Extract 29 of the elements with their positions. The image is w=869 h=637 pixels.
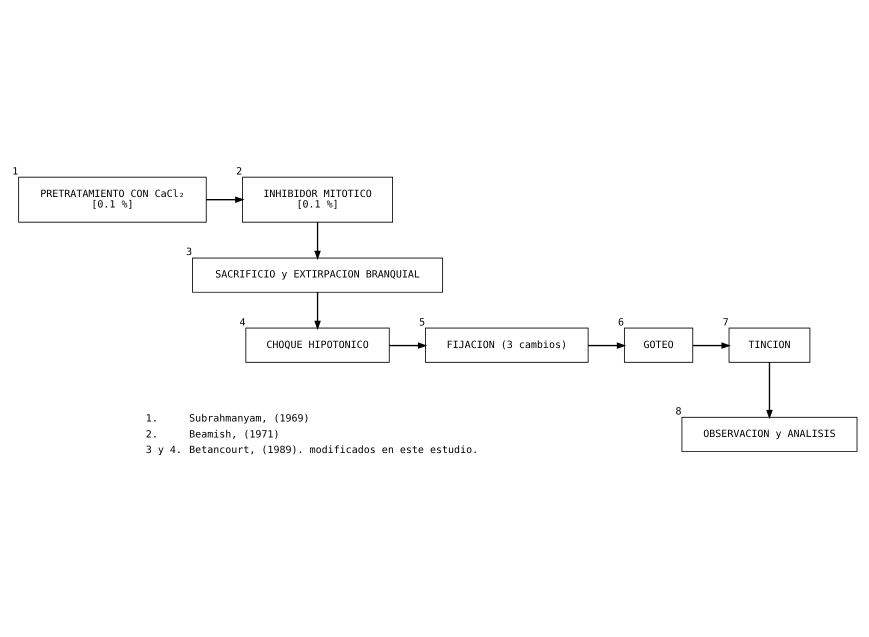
node-label: 4 xyxy=(240,317,246,328)
node-box: INHIBIDOR MITOTICO [0.1 %] xyxy=(242,176,394,223)
arrow xyxy=(206,196,245,203)
arrow xyxy=(693,342,731,349)
label: 3 y 4. xyxy=(146,445,182,456)
arrow xyxy=(389,342,428,349)
label: Betancourt, (1989). modificados en este estudio. xyxy=(189,445,478,456)
node-label: 6 xyxy=(618,317,624,328)
arrow xyxy=(314,222,321,260)
label: 1. xyxy=(146,414,158,425)
label: 2. xyxy=(146,429,158,440)
arrow xyxy=(314,292,321,330)
node-box: CHOQUE HIPOTONICO xyxy=(245,328,390,363)
node-box: PRETRATAMIENTO CON CaCl₂ [0.1 %] xyxy=(18,176,207,223)
node-box: SACRIFICIO y EXTIRPACION BRANQUIAL xyxy=(192,258,444,293)
arrow xyxy=(588,342,626,349)
node-box: FIJACION (3 cambios) xyxy=(425,328,589,363)
node-label: 2 xyxy=(236,166,242,178)
arrow xyxy=(766,362,773,420)
label: Beamish, (1971) xyxy=(189,429,280,440)
node-label: 7 xyxy=(722,317,729,328)
node-box: GOTEO xyxy=(624,328,694,363)
label: Subrahmanyam, (1969) xyxy=(189,414,310,425)
node-box: TINCION xyxy=(728,328,810,363)
node-label: 5 xyxy=(419,317,426,328)
node-label: 1 xyxy=(12,166,18,178)
node-box: OBSERVACION y ANALISIS xyxy=(682,416,858,452)
node-label: 8 xyxy=(676,406,682,418)
node-label: 3 xyxy=(186,247,192,258)
